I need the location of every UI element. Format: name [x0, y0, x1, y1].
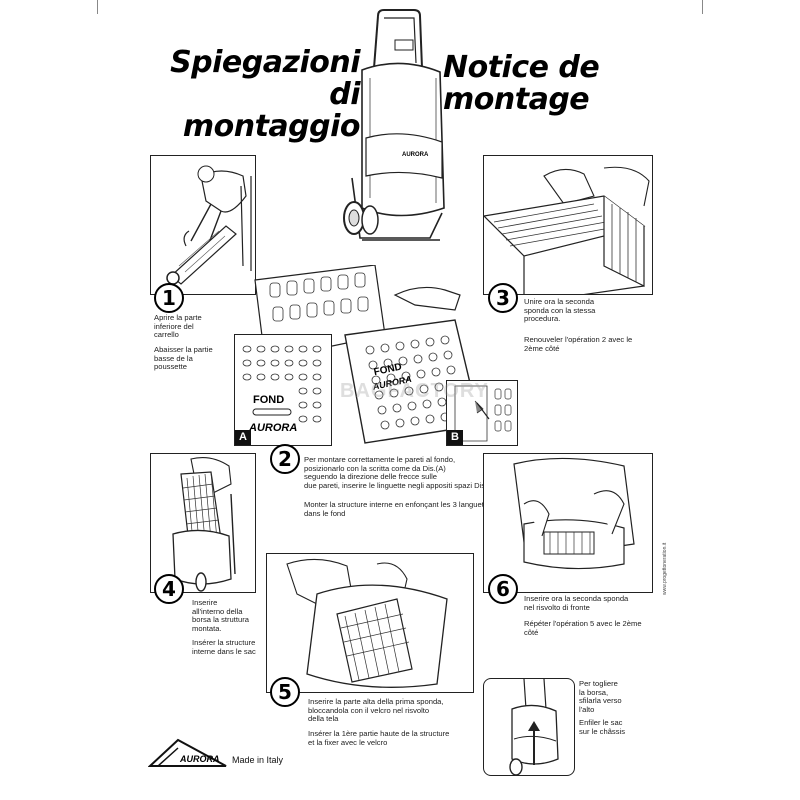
step3-illustration	[483, 155, 653, 295]
title-french: Notice de montage	[443, 52, 663, 116]
step2-text-italian: Per montare correttamente le pareti al f…	[304, 455, 497, 490]
label-b-badge: B	[447, 430, 463, 445]
step-number-3: 3	[488, 283, 518, 313]
step-number-4: 4	[154, 574, 184, 604]
board-text-center: FOND AURORA	[371, 362, 413, 392]
step5-illustration	[266, 553, 474, 693]
trolley-illustration: AURORA	[343, 9, 445, 241]
label-a-badge: A	[235, 430, 251, 445]
step5-text-french: Insérer la 1ère partie haute de la struc…	[308, 729, 450, 747]
footer-brand-text: AURORA	[179, 754, 220, 764]
step-number-1: 1	[154, 283, 184, 313]
step4-text-french: Insérer la structure interne dans le sac	[192, 638, 256, 656]
step5-text-italian: Inserire la parte alta della prima spond…	[308, 697, 444, 724]
step6-illustration	[483, 453, 653, 593]
fond-label-a: FOND	[253, 394, 284, 406]
step4-text-italian: Inserire all'interno della borsa la stru…	[192, 598, 249, 633]
watermark-text: BAGFACTORY	[340, 380, 489, 402]
step-number-2: 2	[270, 444, 300, 474]
title-french-line1: Notice de	[443, 50, 600, 85]
step6-text-french: Répéter l'opération 5 avec le 2ème côté	[524, 619, 642, 637]
step1-illustration	[150, 155, 256, 295]
step-number-5: 5	[270, 677, 300, 707]
side-credit-text: www.progettoneration.it	[662, 542, 668, 595]
crop-mark	[97, 0, 98, 14]
step4-illustration	[150, 453, 256, 593]
step6-text-italian: Inserire ora la seconda sponda nel risvo…	[524, 594, 629, 612]
brand-label-a: AURORA	[248, 422, 297, 434]
made-in-italy-text: Made in Italy	[232, 755, 284, 765]
final-step-text-french: Enfiler le sac sur le châssis	[579, 718, 626, 736]
step1-text-italian: Aprire la parte inferiore del carrello	[154, 313, 202, 340]
step1-text-french: Abaisser la partie basse de la poussette	[154, 345, 213, 372]
aurora-logo: AURORA	[148, 738, 227, 767]
crop-mark	[702, 0, 703, 14]
step2-text-french: Monter la structure interne en enfonçant…	[304, 500, 494, 518]
title-italian: Spiegazioni di montaggio	[150, 47, 360, 143]
title-italian-line1: Spiegazioni	[170, 45, 360, 80]
final-step-text-italian: Per togliere la borsa, sfilarla verso l'…	[579, 679, 622, 714]
step3-text-french: Renouveler l'opération 2 avec le 2ème cô…	[524, 335, 633, 353]
trolley-brand-text: AURORA	[402, 152, 429, 158]
step3-text-italian: Unire ora la seconda sponda con la stess…	[524, 297, 596, 324]
final-step-illustration	[483, 678, 575, 776]
title-french-line2: montage	[443, 82, 590, 117]
step-number-6: 6	[488, 574, 518, 604]
title-italian-line2: di montaggio	[182, 77, 361, 144]
